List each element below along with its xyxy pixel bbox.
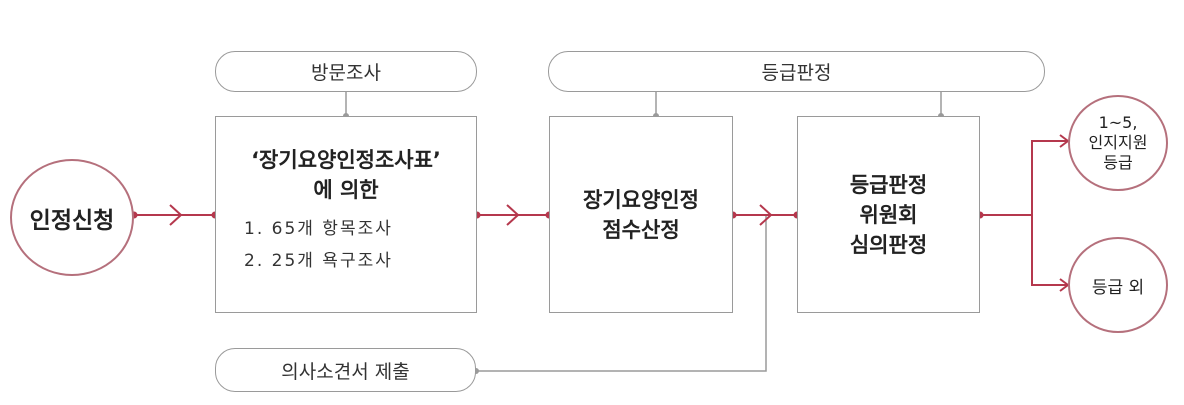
committee-box: 등급판정 위원회 심의판정	[797, 116, 980, 313]
grade-judgment-label: 등급판정	[761, 62, 832, 84]
score-line-2: 점수산정	[602, 217, 680, 242]
result-grade-line-2: 인지지원	[1088, 133, 1148, 152]
flow-arrow-2	[506, 204, 520, 226]
start-node: 인정신청	[10, 159, 134, 276]
visit-survey-label: 방문조사	[311, 62, 381, 84]
result-grade-line-1: 1~5,	[1098, 113, 1138, 132]
visit-survey-pill: 방문조사	[215, 51, 477, 92]
committee-line-3: 심의판정	[849, 232, 928, 257]
survey-items: 1. 65개 항목조사 2. 25개 욕구조사	[244, 213, 393, 277]
survey-title-line-2: 에 의한	[313, 178, 379, 202]
survey-item-2: 2. 25개 욕구조사	[244, 251, 393, 271]
result-other-node: 등급 외	[1068, 237, 1168, 333]
doctor-opinion-label: 의사소견서 제출	[281, 360, 410, 383]
score-line-1: 장기요양인정	[583, 187, 699, 212]
start-label: 인정신청	[29, 207, 115, 234]
committee-line-1: 등급판정	[849, 172, 928, 197]
survey-box: ‘장기요양인정조사표’ 에 의한 1. 65개 항목조사 2. 25개 욕구조사	[215, 116, 477, 313]
committee-line-2: 위원회	[859, 202, 918, 227]
result-other-label: 등급 외	[1091, 277, 1145, 298]
doctor-connector	[476, 216, 767, 372]
flow-arrow-1	[169, 204, 183, 226]
result-grade-label: 1~5, 인지지원 등급	[1089, 113, 1148, 173]
score-box: 장기요양인정 점수산정	[549, 116, 733, 313]
doctor-opinion-pill: 의사소견서 제출	[215, 348, 476, 392]
result-grade-node: 1~5, 인지지원 등급	[1068, 95, 1168, 191]
result-grade-line-3: 등급	[1103, 153, 1133, 172]
grade-judgment-pill: 등급판정	[548, 51, 1045, 92]
survey-title: ‘장기요양인정조사표’ 에 의한	[216, 145, 476, 205]
survey-title-line-1: ‘장기요양인정조사표’	[251, 148, 441, 172]
branch-line	[1031, 140, 1068, 286]
flow-arrow-3	[759, 204, 773, 226]
survey-item-1: 1. 65개 항목조사	[244, 219, 393, 239]
